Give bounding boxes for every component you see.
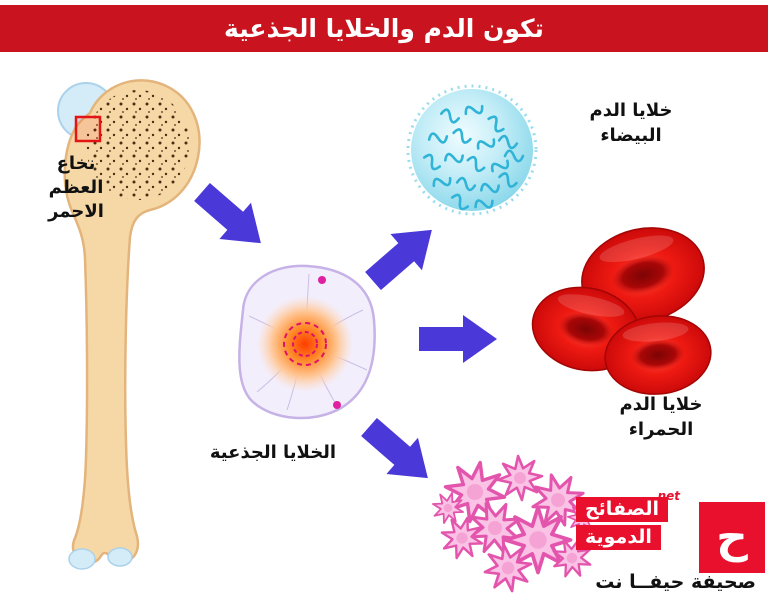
arrow-stem-to-rbc <box>419 315 497 363</box>
bone-marrow-label-line3: الاحمر <box>48 201 104 222</box>
bone-marrow-label-line2: العظم <box>48 177 104 198</box>
nucleus-ring-inner <box>292 331 318 357</box>
stem-cell-illustration <box>238 264 376 420</box>
white-blood-cells-label: خلايا الدم البيضاء <box>556 98 706 148</box>
femur-bone-illustration <box>57 79 201 570</box>
red-blood-cells-illustration <box>531 227 712 395</box>
nucleus-ring-outer <box>283 322 327 366</box>
wbc-fuzzy-edge <box>406 84 538 216</box>
stem-cells-label: الخلايا الجذعية <box>209 442 337 463</box>
wbc-texture-squiggles <box>422 104 525 211</box>
stem-cell-nucleus-glow <box>257 296 353 392</box>
logo-net-text: net <box>657 489 680 503</box>
rbc-label-line1: خلايا الدم <box>619 394 703 415</box>
marrow-highlight-box <box>74 115 102 143</box>
bone-marrow-label: نخاع العظم الاحمر <box>28 152 124 224</box>
haifa-logo: ح <box>699 502 765 573</box>
organelle-dot-top <box>318 276 326 284</box>
rbc-label-line2: الحمراء <box>628 419 694 440</box>
organelle-dot-bottom <box>333 401 341 409</box>
red-marrow-speckles <box>86 90 190 200</box>
wbc-label-line1: خلايا الدم <box>589 100 673 121</box>
red-blood-cell-right <box>604 315 712 395</box>
cartilage-tip-left <box>68 548 96 570</box>
platelets-label-line1: الصفائح <box>575 497 668 522</box>
platelets-label-line2: الدموية <box>575 525 661 550</box>
newspaper-caption: صحيفة حيفــا نت <box>595 571 756 593</box>
cartilage-tip-right <box>107 547 133 567</box>
red-blood-cells-label: خلايا الدم الحمراء <box>596 392 726 442</box>
bone-marrow-label-line1: نخاع <box>56 153 96 174</box>
page-title: تكون الدم والخلايا الجذعية <box>224 14 544 43</box>
wbc-label-line2: البيضاء <box>600 125 662 146</box>
title-banner: تكون الدم والخلايا الجذعية <box>0 5 768 52</box>
platelet-cluster <box>427 445 599 595</box>
white-blood-cell-illustration <box>406 84 538 216</box>
haifa-logo-letter: ح <box>716 511 748 563</box>
platelets-label: الصفائح الدموية <box>575 497 668 550</box>
